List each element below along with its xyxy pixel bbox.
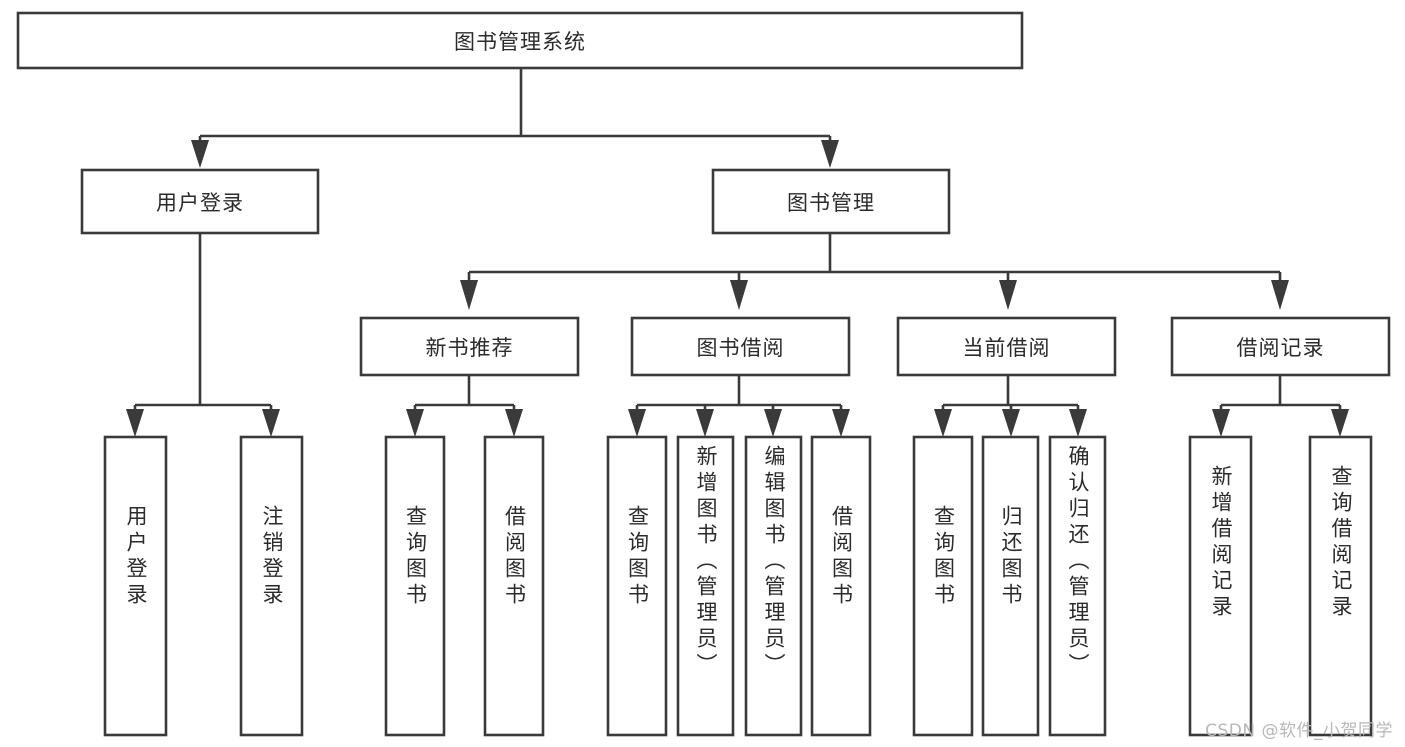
arrow-head-icon xyxy=(730,280,748,310)
leaf-box-current-borrow-2[interactable] xyxy=(1048,435,1107,737)
connector-bookmgmt-to-level3 xyxy=(460,233,1289,310)
leaf-box-borrow-record-0[interactable] xyxy=(1188,435,1253,737)
arrow-head-icon xyxy=(1212,409,1230,437)
arrow-head-icon xyxy=(126,409,144,437)
connector-userlogin-to-leaves xyxy=(126,233,280,437)
arrow-head-icon xyxy=(1002,409,1020,437)
leaf-box-book-borrow-1[interactable] xyxy=(676,435,735,737)
leaf-box-book-borrow-0[interactable] xyxy=(606,435,668,737)
arrow-head-icon xyxy=(999,280,1017,310)
arrow-head-icon xyxy=(821,140,839,168)
leaf-box-current-borrow-0[interactable] xyxy=(912,435,974,737)
node-box-root[interactable] xyxy=(16,11,1024,70)
arrow-head-icon xyxy=(1271,280,1289,310)
arrow-head-icon xyxy=(191,140,209,168)
arrow-head-icon xyxy=(460,280,478,310)
arrow-head-icon xyxy=(1331,409,1349,437)
connector-currentborrow-to-leaves xyxy=(934,375,1087,437)
connector-root-to-level2 xyxy=(191,68,839,168)
arrow-head-icon xyxy=(628,409,646,437)
leaf-box-new-book-0[interactable] xyxy=(384,435,446,737)
node-box-new-book-recommend[interactable] xyxy=(359,316,580,377)
node-box-user-login[interactable] xyxy=(80,168,320,235)
arrow-head-icon xyxy=(832,409,850,437)
leaf-box-user-login-0[interactable] xyxy=(103,435,168,737)
leaf-box-current-borrow-1[interactable] xyxy=(981,435,1040,737)
node-box-borrow-record[interactable] xyxy=(1170,316,1391,377)
node-box-current-borrow[interactable] xyxy=(896,316,1117,377)
arrow-head-icon xyxy=(696,409,714,437)
leaf-box-book-borrow-3[interactable] xyxy=(810,435,872,737)
connector-bookborrow-to-leaves xyxy=(628,375,850,437)
leaf-box-borrow-record-1[interactable] xyxy=(1308,435,1373,737)
leaf-box-book-borrow-2[interactable] xyxy=(744,435,803,737)
arrow-head-icon xyxy=(1069,409,1087,437)
leaf-box-new-book-1[interactable] xyxy=(483,435,545,737)
leaf-box-user-login-1[interactable] xyxy=(239,435,304,737)
arrow-head-icon xyxy=(934,409,952,437)
node-box-book-borrow[interactable] xyxy=(630,316,851,377)
arrow-head-icon xyxy=(406,409,424,437)
node-box-book-management[interactable] xyxy=(711,168,951,235)
arrow-head-icon xyxy=(764,409,782,437)
arrow-head-icon xyxy=(505,409,523,437)
arrow-head-icon xyxy=(262,409,280,437)
connector-newbook-to-leaves xyxy=(406,375,523,437)
connector-borrowrecord-to-leaves xyxy=(1212,375,1349,437)
